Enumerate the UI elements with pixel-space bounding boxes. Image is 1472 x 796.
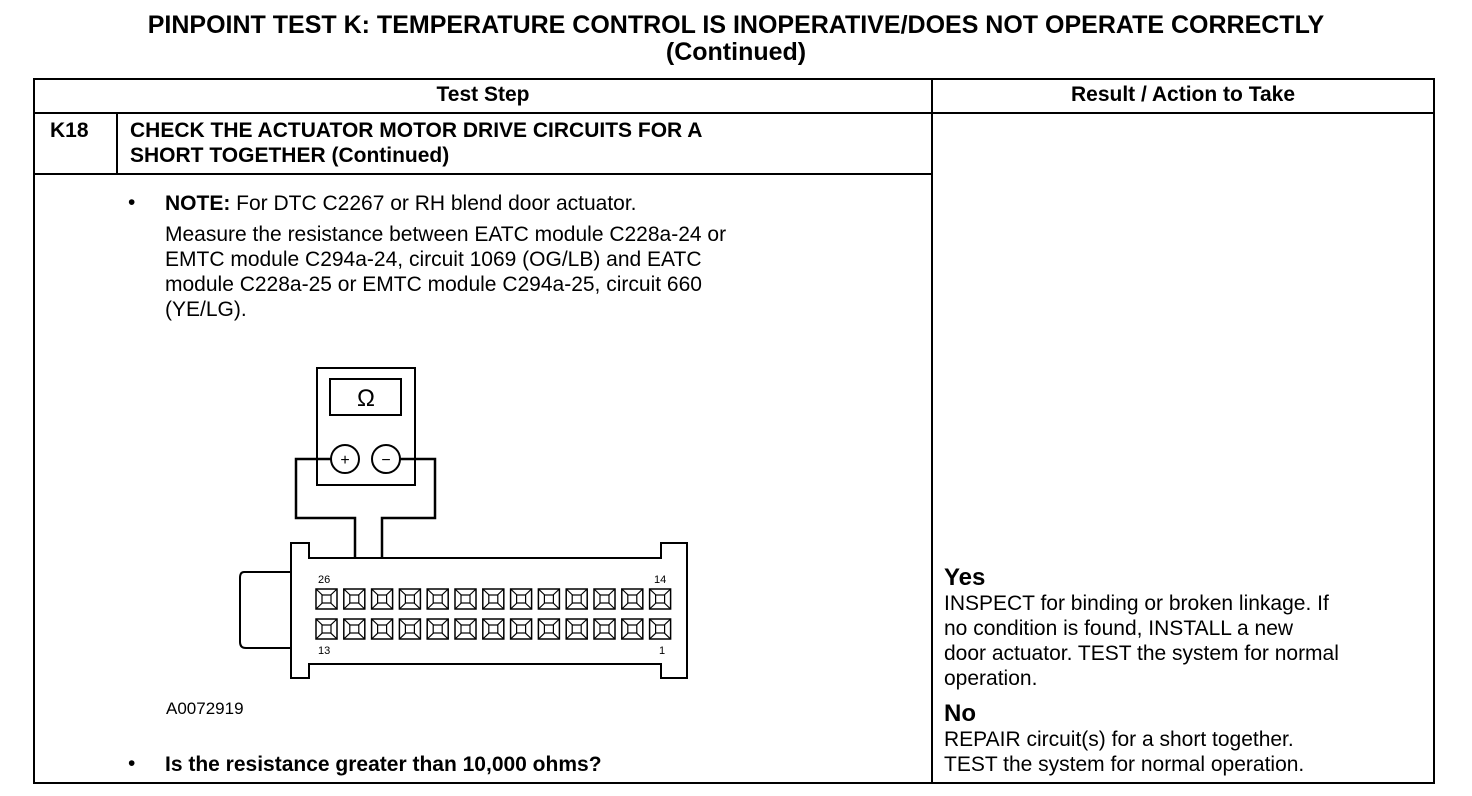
- connector-pins: [315, 588, 672, 640]
- no-label: No: [944, 700, 976, 727]
- result-yes: Yes INSPECT for binding or broken linkag…: [944, 565, 1339, 691]
- connector-pin-cavity: [426, 618, 449, 640]
- pinpoint-table: [33, 78, 1435, 784]
- connector-pin-cavity: [593, 618, 616, 640]
- no-line-2: TEST the system for normal operation.: [944, 753, 1305, 776]
- header-result: Result / Action to Take: [1070, 83, 1296, 106]
- connector-pin-cavity: [565, 588, 588, 610]
- question: Is the resistance greater than 10,000 oh…: [165, 753, 602, 776]
- connector-pin-cavity: [370, 618, 394, 640]
- step-title: CHECK THE ACTUATOR MOTOR DRIVE CIRCUITS …: [130, 118, 702, 168]
- connector-pin-cavity: [398, 618, 422, 640]
- connector-pin-cavity: [398, 588, 422, 610]
- result-no: No REPAIR circuit(s) for a short togethe…: [944, 701, 1304, 777]
- measure-line-1: Measure the resistance between EATC modu…: [165, 223, 727, 246]
- connector-pin-cavity: [343, 588, 366, 610]
- connector-pin-cavity: [621, 588, 644, 610]
- step-id: K18: [50, 119, 89, 142]
- connector-pin-cavity: [315, 588, 338, 610]
- ohm-symbol: Ω: [357, 385, 375, 412]
- measure-line-4: (YE/LG).: [165, 298, 247, 321]
- connector-pin-cavity: [482, 618, 505, 640]
- note-text: For DTC C2267 or RH blend door actuator.: [230, 192, 637, 215]
- plus-sign: +: [340, 452, 349, 469]
- header-test-step: Test Step: [436, 83, 530, 106]
- connector-pin-cavity: [370, 588, 394, 610]
- measure-line-2: EMTC module C294a-24, circuit 1069 (OG/L…: [165, 248, 702, 271]
- note: NOTE: For DTC C2267 or RH blend door act…: [165, 191, 637, 216]
- minus-sign: −: [381, 452, 390, 469]
- header-divider: [33, 112, 1435, 114]
- connector-pin-cavity: [426, 588, 449, 610]
- column-divider: [931, 78, 933, 784]
- figure-id: A0072919: [166, 699, 244, 718]
- yes-line-3: door actuator. TEST the system for norma…: [944, 642, 1339, 665]
- step-title-divider: [33, 173, 933, 175]
- bullet-question: •: [128, 752, 136, 775]
- connector-pin-cavity: [537, 588, 561, 610]
- connector-pin-cavity: [509, 618, 533, 640]
- page-title: PINPOINT TEST K: TEMPERATURE CONTROL IS …: [0, 12, 1472, 66]
- yes-line-4: operation.: [944, 667, 1038, 690]
- title-line-1: PINPOINT TEST K: TEMPERATURE CONTROL IS …: [147, 11, 1325, 39]
- plus-lead: [294, 457, 357, 562]
- pin-label-14: 14: [654, 574, 666, 586]
- connector-pin-cavity: [454, 588, 477, 610]
- bullet-note: •: [128, 191, 136, 214]
- yes-label: Yes: [944, 564, 986, 591]
- yes-line-2: no condition is found, INSTALL a new: [944, 617, 1294, 640]
- connector-pin-cavity: [343, 618, 366, 640]
- no-line-1: REPAIR circuit(s) for a short together.: [944, 728, 1294, 751]
- connector-pin-cavity: [509, 588, 533, 610]
- multimeter-display: [329, 378, 402, 416]
- step-id-divider: [116, 112, 118, 175]
- connector-pin-cavity: [593, 588, 616, 610]
- measure-line-3: module C228a-25 or EMTC module C294a-25,…: [165, 273, 702, 296]
- yes-line-1: INSPECT for binding or broken linkage. I…: [944, 592, 1329, 615]
- connector-pin-cavity: [454, 618, 477, 640]
- connector-pin-cavity: [482, 588, 505, 610]
- connector-pin-cavity: [537, 618, 561, 640]
- connector-pin-cavity: [648, 618, 672, 640]
- connector-pin-cavity: [648, 588, 672, 610]
- pin-label-1: 1: [659, 645, 665, 657]
- title-line-2: (Continued): [665, 38, 807, 66]
- connector-pin-cavity: [315, 618, 338, 640]
- step-title-line-2: SHORT TOGETHER (Continued): [130, 144, 450, 167]
- connector-pin-cavity: [565, 618, 588, 640]
- measure-instructions: Measure the resistance between EATC modu…: [165, 222, 726, 322]
- pin-label-26: 26: [318, 574, 330, 586]
- step-title-line-1: CHECK THE ACTUATOR MOTOR DRIVE CIRCUITS …: [130, 119, 703, 142]
- note-label: NOTE:: [165, 192, 231, 215]
- connector-pin-cavity: [621, 618, 644, 640]
- minus-lead: [380, 457, 437, 562]
- pin-label-13: 13: [318, 645, 330, 657]
- connector-body: [239, 542, 688, 679]
